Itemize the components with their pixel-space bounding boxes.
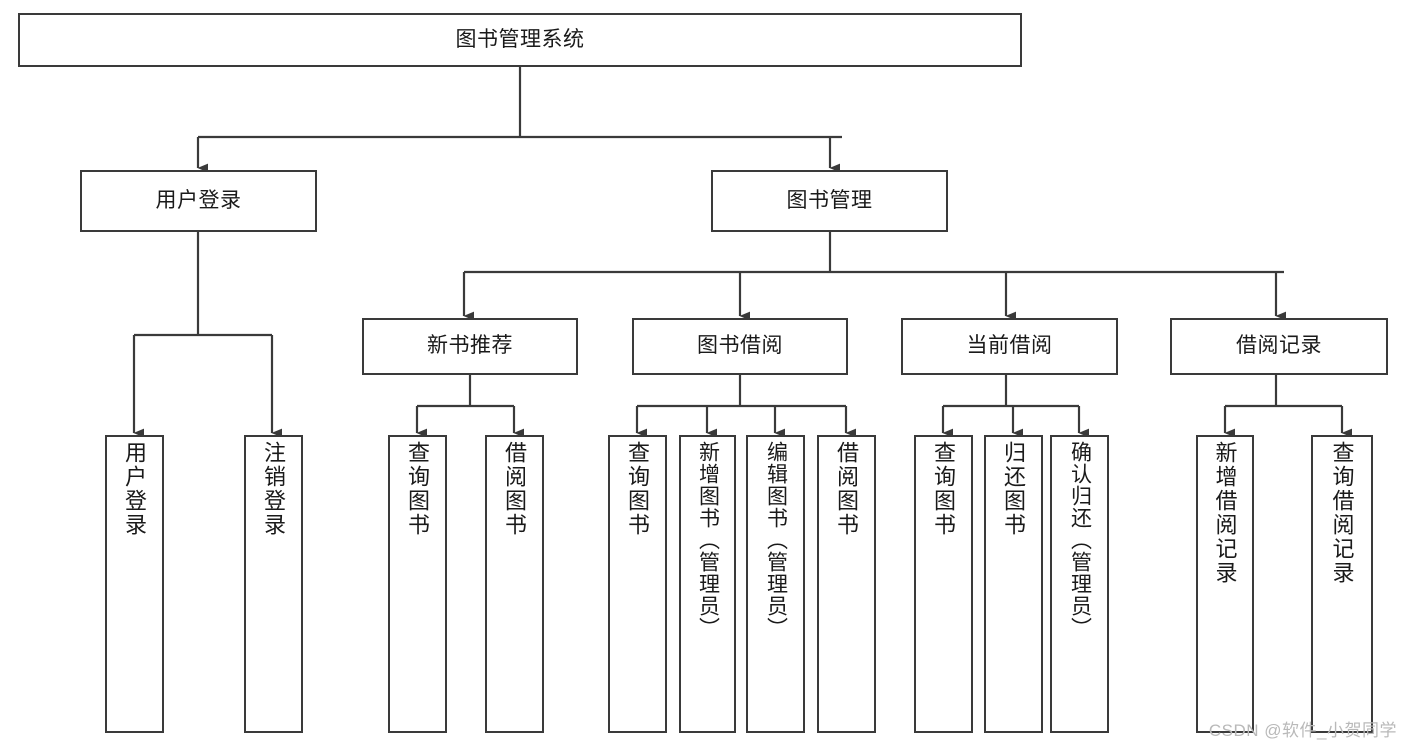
node-borrow-record[interactable]: 借阅记录 — [1170, 318, 1388, 375]
node-root-label: 图书管理系统 — [455, 27, 585, 51]
node-current-borrow[interactable]: 当前借阅 — [901, 318, 1118, 375]
node-leaf-user-logout[interactable]: 注销登录 — [244, 435, 303, 733]
node-leaf-borrow-book-label: 借阅图书 — [834, 441, 860, 537]
node-leaf-return-book[interactable]: 归还图书 — [984, 435, 1043, 733]
node-leaf-add-book-label: 新增图书（管理员） — [696, 441, 720, 639]
node-user-login[interactable]: 用户登录 — [80, 170, 317, 232]
node-book-manage[interactable]: 图书管理 — [711, 170, 948, 232]
node-leaf-query-book-rec-label: 查询图书 — [405, 441, 431, 537]
node-leaf-query-book-cur[interactable]: 查询图书 — [914, 435, 973, 733]
node-leaf-user-login[interactable]: 用户登录 — [105, 435, 164, 733]
node-leaf-edit-book-label: 编辑图书（管理员） — [764, 441, 788, 639]
node-root[interactable]: 图书管理系统 — [18, 13, 1022, 67]
node-leaf-return-book-label: 归还图书 — [1001, 441, 1027, 537]
node-leaf-add-record-label: 新增借阅记录 — [1212, 441, 1238, 585]
node-leaf-edit-book[interactable]: 编辑图书（管理员） — [746, 435, 805, 733]
node-leaf-borrow-book[interactable]: 借阅图书 — [817, 435, 876, 733]
node-book-manage-label: 图书管理 — [786, 188, 873, 212]
node-book-borrow[interactable]: 图书借阅 — [632, 318, 848, 375]
watermark-text: CSDN @软件_小贺同学 — [1208, 721, 1397, 740]
node-leaf-query-book-cur-label: 查询图书 — [931, 441, 957, 537]
node-leaf-query-record-label: 查询借阅记录 — [1329, 441, 1355, 585]
node-leaf-borrow-book-rec[interactable]: 借阅图书 — [485, 435, 544, 733]
node-leaf-add-record[interactable]: 新增借阅记录 — [1196, 435, 1254, 733]
node-current-borrow-label: 当前借阅 — [966, 334, 1053, 358]
node-leaf-add-book[interactable]: 新增图书（管理员） — [679, 435, 736, 733]
node-leaf-confirm-return[interactable]: 确认归还（管理员） — [1050, 435, 1109, 733]
node-leaf-query-book-rec[interactable]: 查询图书 — [388, 435, 447, 733]
node-leaf-borrow-book-rec-label: 借阅图书 — [502, 441, 528, 537]
node-book-borrow-label: 图书借阅 — [697, 334, 783, 358]
node-leaf-user-logout-label: 注销登录 — [261, 441, 287, 537]
node-leaf-query-record[interactable]: 查询借阅记录 — [1311, 435, 1373, 733]
node-new-book-rec-label: 新书推荐 — [427, 334, 513, 358]
node-leaf-query-book-borrow[interactable]: 查询图书 — [608, 435, 667, 733]
node-borrow-record-label: 借阅记录 — [1236, 334, 1322, 358]
node-new-book-rec[interactable]: 新书推荐 — [362, 318, 578, 375]
node-leaf-query-book-borrow-label: 查询图书 — [625, 441, 651, 537]
node-leaf-confirm-return-label: 确认归还（管理员） — [1068, 441, 1092, 639]
node-user-login-label: 用户登录 — [155, 188, 242, 212]
node-leaf-user-login-label: 用户登录 — [122, 441, 148, 537]
